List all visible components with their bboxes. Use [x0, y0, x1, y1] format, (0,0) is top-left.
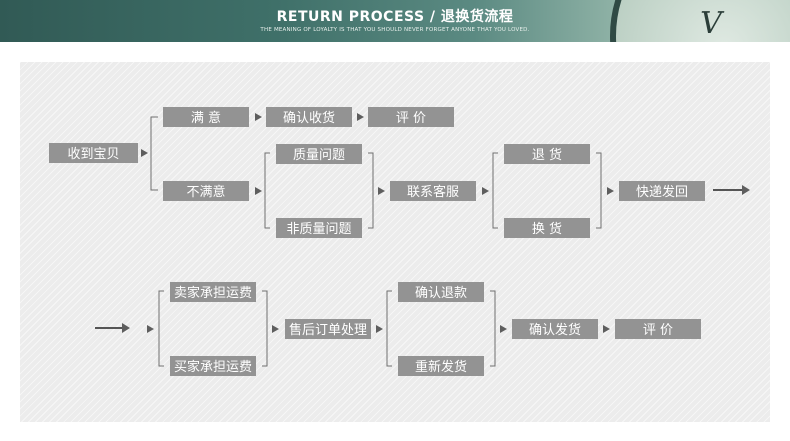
- node-express-return: 快递发回: [619, 181, 705, 201]
- node-exchange: 换 货: [504, 218, 590, 238]
- arrow-return-to-express: [607, 187, 614, 195]
- arrow-row2-start: [95, 323, 130, 333]
- flowchart-panel: 收到宝贝 满 意 确认收货 评 价 不满意 质量问题 非质量问题 联系客服 退 …: [20, 62, 770, 422]
- arrow-confirm-to-review: [357, 113, 364, 121]
- node-buyer-shipping: 卖家承担运费: [170, 282, 256, 302]
- node-review-1-label: 评 价: [396, 111, 426, 126]
- node-review-1: 评 价: [368, 107, 454, 127]
- return-flow-diagram: 收到宝贝 满 意 确认收货 评 价 不满意 质量问题 非质量问题 联系客服 退 …: [49, 107, 750, 376]
- bracket-refund-split: [386, 290, 392, 367]
- arrow-issue-to-contact: [378, 187, 385, 195]
- header-banner: V RETURN PROCESS / 退换货流程 THE MEANING OF …: [0, 0, 790, 42]
- node-express-return-label: 快递发回: [636, 184, 688, 200]
- node-reship: 重新发货: [398, 356, 484, 376]
- node-quality-issue: 质量问题: [276, 144, 362, 164]
- node-non-quality-issue-label: 非质量问题: [286, 222, 351, 237]
- page-title: RETURN PROCESS / 退换货流程: [276, 9, 514, 25]
- arrow-refund-to-confirm-ship: [500, 325, 507, 333]
- arrow-after-sales-to-refund: [376, 325, 383, 333]
- clock-decoration: [610, 0, 790, 42]
- arrow-confirm-ship-to-review: [603, 325, 610, 333]
- node-confirm-receipt-label: 确认收货: [283, 110, 335, 126]
- arrow-row1-continue: [713, 185, 750, 195]
- arrow-shipping-to-after-sales: [272, 325, 279, 333]
- bracket-return-split: [492, 152, 498, 229]
- node-unsatisfied: 不满意: [163, 181, 249, 201]
- node-confirm-ship-label: 确认发货: [529, 322, 581, 338]
- node-return-label: 退 货: [532, 147, 562, 163]
- node-contact-service: 联系客服: [390, 181, 476, 201]
- node-satisfied: 满 意: [163, 107, 249, 127]
- node-satisfied-label: 满 意: [191, 110, 221, 126]
- node-quality-issue-label: 质量问题: [293, 148, 345, 163]
- arrow-satisfied-to-confirm: [255, 113, 262, 121]
- bracket-refund-merge: [490, 290, 496, 367]
- arrow-receive-to-split: [141, 149, 148, 157]
- page-subtitle: THE MEANING OF LOYALTY IS THAT YOU SHOUL…: [260, 27, 530, 33]
- node-reship-label: 重新发货: [415, 359, 467, 375]
- arrow-unsatisfied-to-issue: [255, 187, 262, 195]
- node-contact-service-label: 联系客服: [407, 184, 459, 200]
- bracket-return-merge: [596, 152, 602, 229]
- bracket-shipping-split: [158, 290, 164, 367]
- arrow-into-shipping: [147, 325, 154, 333]
- node-seller-shipping-label: 买家承担运费: [174, 359, 252, 375]
- node-seller-shipping: 买家承担运费: [170, 356, 256, 376]
- node-unsatisfied-label: 不满意: [186, 184, 225, 200]
- node-confirm-ship: 确认发货: [512, 319, 598, 339]
- node-exchange-label: 换 货: [532, 221, 562, 237]
- bracket-quality-split: [264, 152, 270, 229]
- arrow-contact-to-return: [482, 187, 489, 195]
- node-review-2-label: 评 价: [643, 323, 673, 338]
- node-review-2: 评 价: [615, 319, 701, 339]
- node-non-quality-issue: 非质量问题: [276, 218, 362, 238]
- bracket-quality-merge: [368, 152, 374, 229]
- node-return: 退 货: [504, 144, 590, 164]
- bracket-receive-split: [150, 116, 158, 191]
- node-confirm-refund: 确认退款: [398, 282, 484, 302]
- node-confirm-refund-label: 确认退款: [415, 286, 467, 301]
- bracket-shipping-merge: [262, 290, 268, 367]
- node-buyer-shipping-label: 卖家承担运费: [174, 285, 252, 301]
- node-receive: 收到宝贝: [49, 143, 138, 163]
- node-after-sales: 售后订单处理: [285, 319, 371, 339]
- node-confirm-receipt: 确认收货: [266, 107, 352, 127]
- node-receive-label: 收到宝贝: [67, 147, 119, 162]
- node-after-sales-label: 售后订单处理: [289, 322, 367, 338]
